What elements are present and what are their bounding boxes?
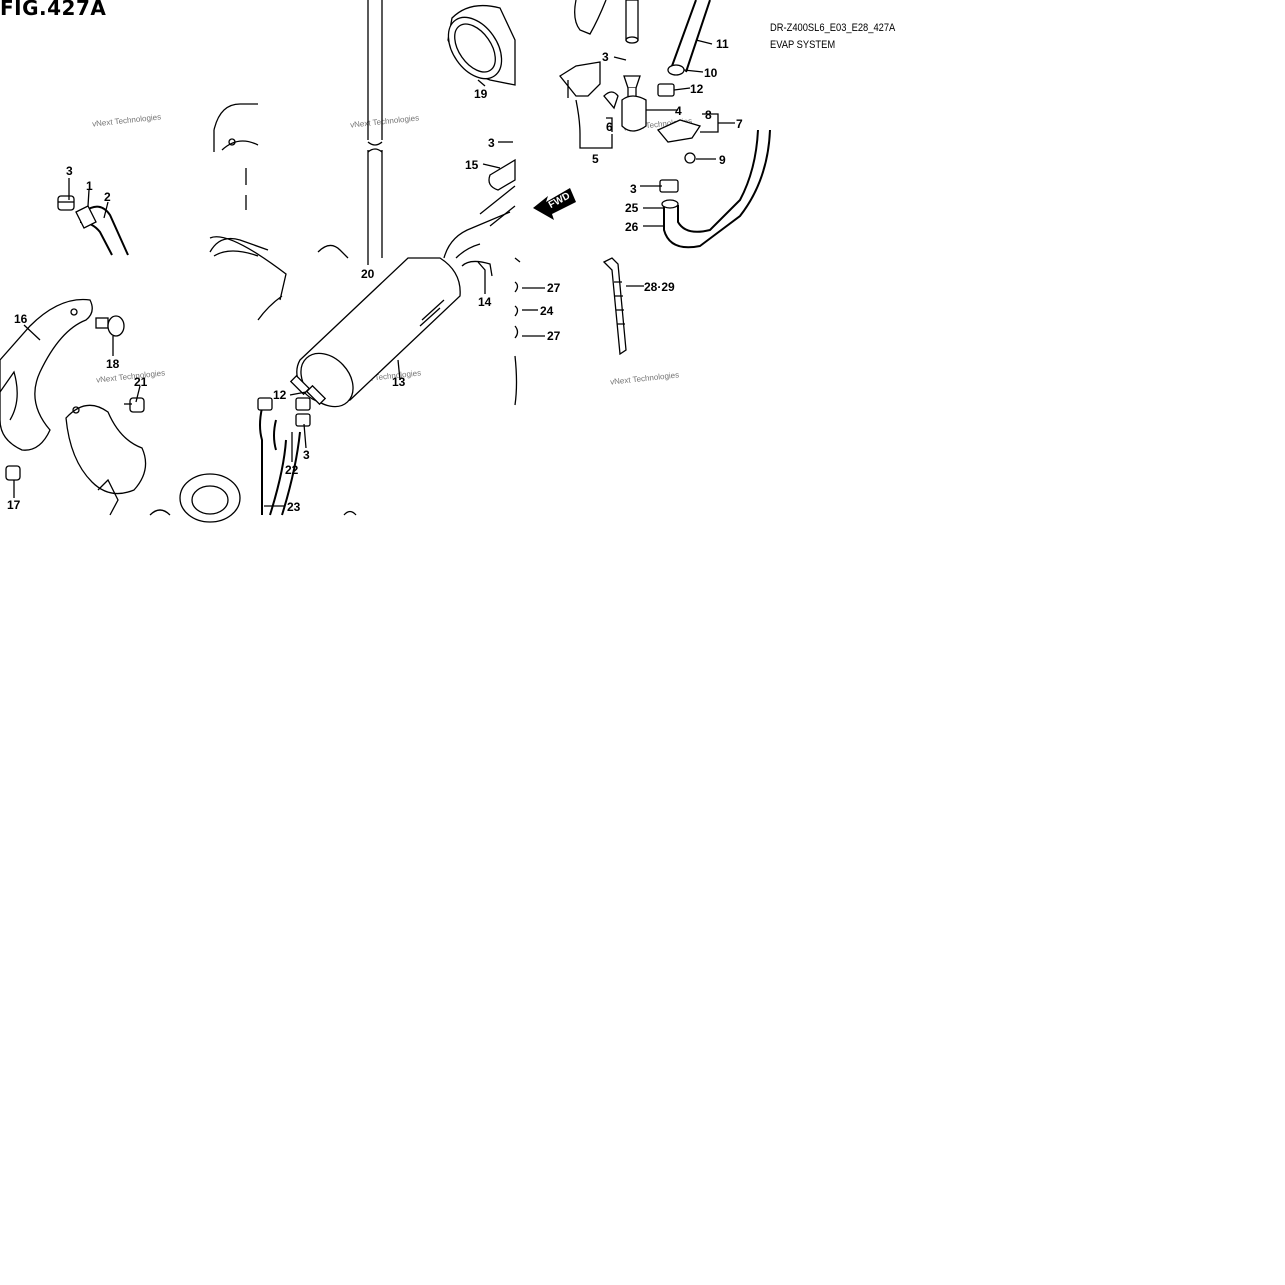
callout-9: 9 [719, 153, 726, 167]
callout-3: 3 [602, 50, 609, 64]
system-name: EVAP SYSTEM [770, 39, 836, 51]
callout-19: 19 [474, 87, 488, 101]
callout-8: 8 [705, 108, 712, 122]
tie-strap-28-29 [602, 257, 627, 356]
callout-3: 3 [630, 182, 637, 196]
canister-13-drawing [289, 257, 461, 408]
callout-7: 7 [736, 117, 743, 131]
fragment-panel2 [209, 236, 349, 321]
callout-28-29: 28·29 [644, 280, 675, 294]
callout-27: 27 [547, 329, 561, 343]
callout-27: 27 [547, 281, 561, 295]
callout-11: 11 [716, 37, 729, 51]
callout-5: 5 [592, 152, 599, 166]
callout-12: 12 [690, 82, 704, 96]
fwd-arrow [533, 188, 576, 220]
callout-21: 21 [134, 375, 148, 389]
hose-10-11-drawing [657, 0, 711, 97]
callout-17: 17 [7, 498, 21, 512]
bolt-18-drawing [95, 315, 125, 337]
callout-13: 13 [392, 375, 406, 389]
hose-20-drawing [367, 0, 383, 258]
fasteners-24-27 [514, 257, 521, 406]
bolt-17-drawing [5, 465, 21, 481]
hose-26-drawing [659, 129, 771, 249]
valve-assembly-drawing [559, 0, 702, 164]
callout-3: 3 [488, 136, 495, 150]
callout-24: 24 [540, 304, 554, 318]
callout-14: 14 [478, 295, 492, 309]
hose-19-drawing [447, 4, 516, 86]
callout-12: 12 [273, 388, 287, 402]
callout-4: 4 [675, 104, 682, 118]
bracket-fragment [209, 103, 269, 257]
callouts: 1 2 3 3 3 3 3 4 5 6 7 8 9 10 11 12 12 13… [7, 37, 743, 514]
callout-22: 22 [285, 463, 299, 477]
hose-15-drawing [443, 158, 516, 277]
callout-2: 2 [104, 190, 111, 204]
callout-15: 15 [465, 158, 479, 172]
callout-26: 26 [625, 220, 639, 234]
canister-hose-22-23 [257, 397, 311, 516]
hose-2-drawing [57, 195, 129, 256]
callout-3: 3 [66, 164, 73, 178]
leader-lines [13, 39, 735, 507]
fig-title: FIG.427A [0, 0, 107, 20]
callout-20: 20 [361, 267, 375, 281]
callout-3: 3 [303, 448, 310, 462]
callout-16: 16 [14, 312, 28, 326]
callout-23: 23 [287, 500, 301, 514]
callout-1: 1 [86, 179, 93, 193]
callout-25: 25 [625, 201, 639, 215]
bolt-21-drawing [124, 397, 145, 413]
callout-18: 18 [106, 357, 120, 371]
callout-10: 10 [704, 66, 718, 80]
bracket-21-drawing [65, 404, 147, 516]
callout-6: 6 [606, 120, 613, 134]
bracket-16-drawing [0, 298, 93, 451]
reference-code: DR-Z400SL6_E03_E28_427A [770, 22, 896, 34]
fragment-panel4 [149, 473, 357, 523]
